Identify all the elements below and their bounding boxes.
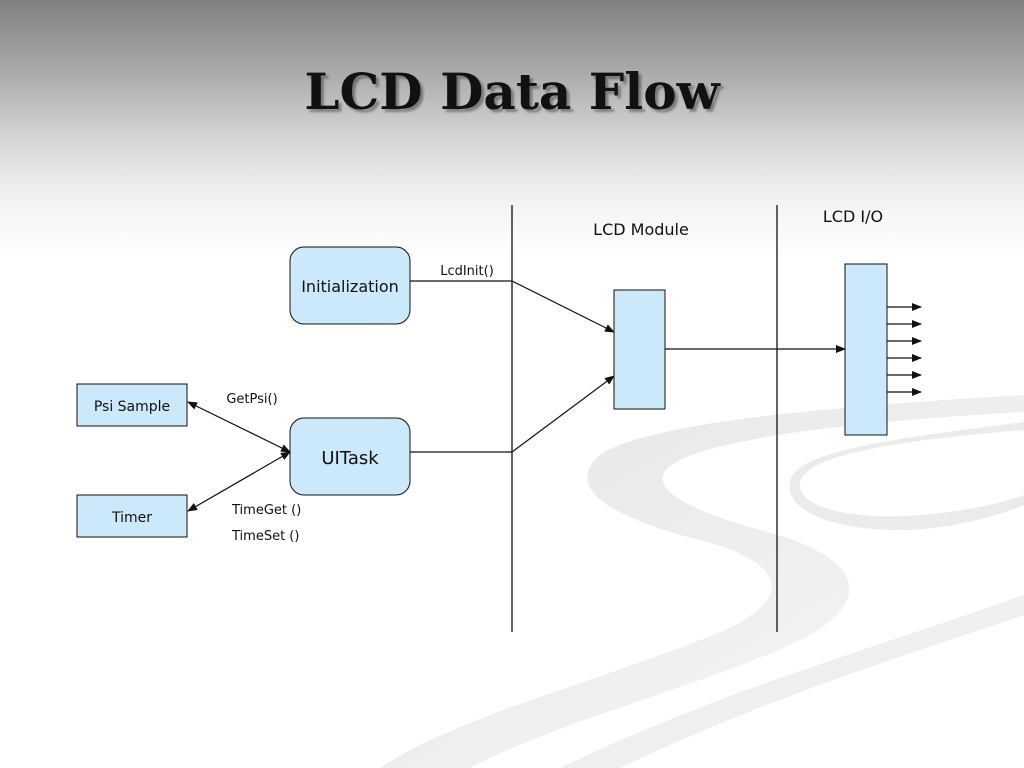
- uitask-node: UITask: [289, 417, 411, 496]
- getpsi-label: GetPsi(): [226, 392, 277, 407]
- timeget-label: TimeGet (): [231, 503, 301, 518]
- psi-sample-node: Psi Sample: [76, 383, 188, 427]
- initialization-label: Initialization: [301, 277, 399, 296]
- init-to-module-arrow: [410, 280, 615, 333]
- uitask-to-module-arrow: [410, 375, 615, 453]
- lcd-module-block: [613, 289, 666, 410]
- lcd-io-block: [844, 263, 888, 436]
- timeset-label: TimeSet (): [231, 529, 299, 544]
- timer-label: Timer: [111, 510, 152, 526]
- uitask-label: UITask: [321, 448, 379, 469]
- lcdinit-label: LcdInit(): [440, 264, 494, 279]
- timer-node: Timer: [76, 494, 188, 538]
- psi-sample-label: Psi Sample: [94, 399, 170, 415]
- lcd-io-label: LCD I/O: [823, 207, 883, 226]
- getpsi-arrow: [187, 401, 291, 453]
- lcd-io-output-arrows: [887, 303, 922, 396]
- timer-arrow: [187, 451, 291, 512]
- initialization-node: Initialization: [289, 246, 411, 325]
- lcd-module-label: LCD Module: [593, 220, 689, 239]
- slide-title: LCD Data Flow: [304, 62, 720, 121]
